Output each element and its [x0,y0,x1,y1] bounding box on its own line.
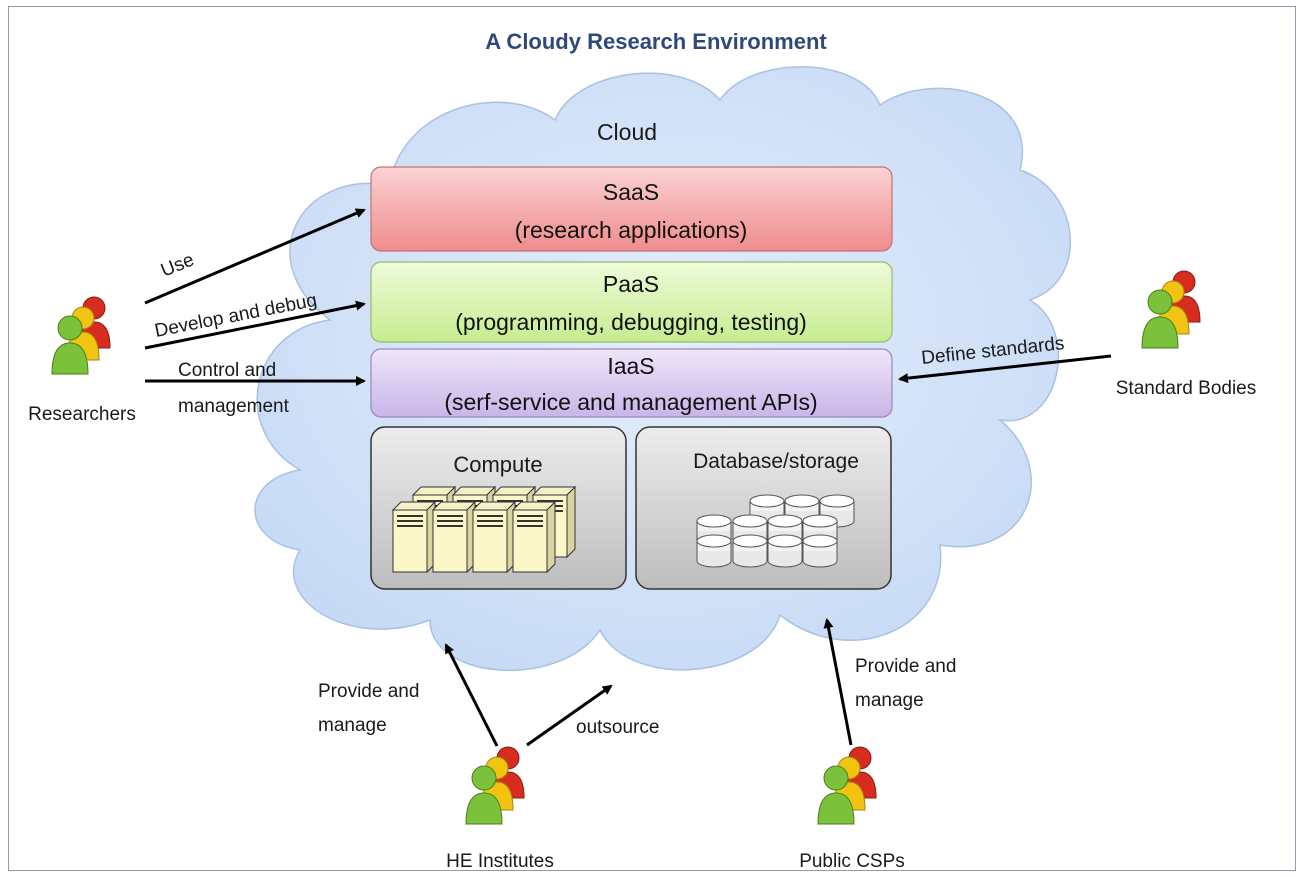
iaas-desc: (serf-service and management APIs) [444,389,817,415]
saas-layer: SaaS (research applications) [370,166,893,252]
arrow-use-label: Use [158,250,197,282]
paas-name: PaaS [603,271,659,297]
paas-desc: (programming, debugging, testing) [455,309,807,335]
public-csps-icon [817,746,877,825]
he-institutes-icon [465,746,525,825]
he-provide-label-2: manage [318,715,387,736]
saas-name: SaaS [603,179,659,205]
arrow-develop [144,300,366,350]
iaas-name: IaaS [607,353,654,379]
outsource-label: outsource [576,717,659,738]
arrow-use [144,208,366,305]
diagram-title: A Cloudy Research Environment [485,29,827,54]
iaas-layer: IaaS (serf-service and management APIs) [370,348,893,418]
csp-provide-label-1: Provide and [855,656,956,677]
compute-box: Compute [370,426,627,590]
arrow-control-label-2: management [178,396,290,417]
he-provide-label-1: Provide and [318,681,419,702]
he-institutes-label: HE Institutes [446,851,554,872]
compute-label: Compute [453,452,542,477]
arrow-outsource [526,684,613,747]
public-csps-label: Public CSPs [799,851,905,872]
storage-label: Database/storage [693,450,859,473]
arrow-define-standards [898,354,1112,384]
researchers-label: Researchers [28,404,136,425]
arrow-he-provide [444,643,499,747]
arrow-csp-provide [823,618,853,746]
standard-bodies-label: Standard Bodies [1116,378,1257,399]
storage-box: Database/storage [635,426,892,590]
paas-layer: PaaS (programming, debugging, testing) [370,261,893,343]
csp-provide-label-2: manage [855,690,924,711]
server-icon [392,486,576,573]
cloud-label: Cloud [597,119,657,145]
arrow-control-label-1: Control and [178,360,276,381]
researchers-icon [51,296,111,375]
saas-desc: (research applications) [515,217,748,243]
standard-bodies-icon [1141,270,1201,349]
